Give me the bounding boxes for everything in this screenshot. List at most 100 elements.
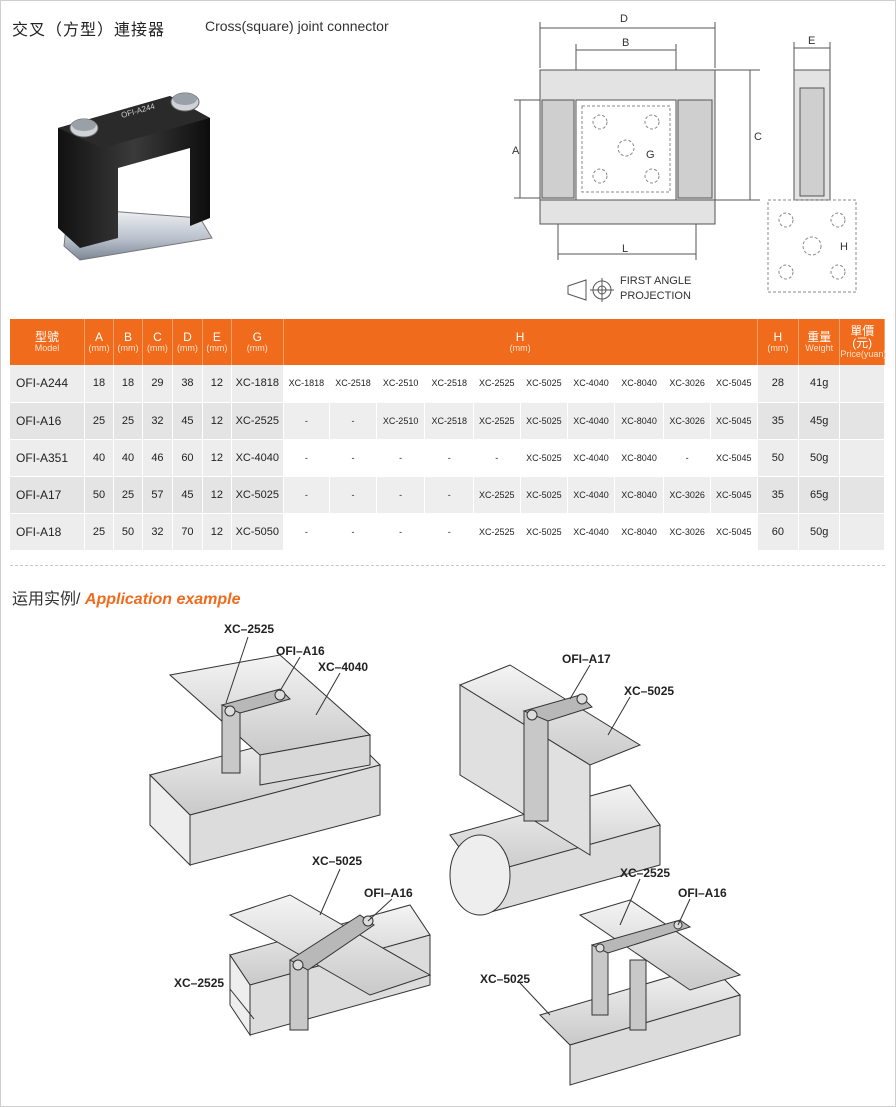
technical-drawing: D B E A C G L H FIRST ANGLE PROJECTION [512,13,857,302]
cell-h: XC-5045 [710,439,758,477]
section-divider [10,565,885,566]
header-g: G(mm) [231,319,284,365]
cell-a: 50 [84,476,114,514]
cell-h2: 28 [757,365,800,403]
cell-h: - [663,439,711,477]
cell-h: XC-2510 [376,365,426,403]
cell-h: - [424,439,475,477]
cell-g: XC-5025 [231,476,284,514]
cell-e: 12 [202,402,232,440]
cell-g: XC-2525 [231,402,284,440]
cell-e: 12 [202,439,232,477]
cell-h: - [283,476,331,514]
cell-h: XC-8040 [614,513,665,551]
cell-weight: 45g [798,402,841,440]
label-br-xc5025: XC–5025 [480,972,530,986]
cell-h: - [329,476,377,514]
cell-h: - [329,402,377,440]
header-b: B(mm) [113,319,143,365]
cell-price [839,365,885,403]
cell-h: XC-2525 [473,365,521,403]
cell-h: XC-5045 [710,402,758,440]
cell-h: XC-5025 [520,402,569,440]
cell-h: XC-8040 [614,476,665,514]
cell-weight: 50g [798,439,841,477]
cell-h: XC-1818 [283,365,331,403]
cell-h: XC-3026 [663,476,711,514]
cell-price [839,439,885,477]
cell-d: 70 [172,513,203,551]
title-chinese: 交叉（方型）連接器 [12,22,166,39]
cell-h: XC-5025 [520,476,569,514]
cell-model: OFI-A244 [10,365,85,403]
cell-h: XC-3026 [663,513,711,551]
cell-e: 12 [202,476,232,514]
cell-g: XC-1818 [231,365,284,403]
cell-d: 45 [172,476,203,514]
cell-b: 40 [113,439,143,477]
cell-price [839,402,885,440]
cell-b: 18 [113,365,143,403]
cell-h: XC-2525 [473,476,521,514]
cell-h: XC-2525 [473,513,521,551]
projection-line2: PROJECTION [620,290,691,302]
cell-h: XC-4040 [567,365,615,403]
cell-h: - [376,439,426,477]
cell-c: 32 [142,402,173,440]
cell-h: XC-5025 [520,439,569,477]
cell-h: XC-2518 [329,365,377,403]
cell-h: XC-2525 [473,402,521,440]
label-br-ofia16: OFI–A16 [678,886,727,900]
header-a: A(mm) [84,319,114,365]
cell-h: XC-4040 [567,439,615,477]
cell-b: 25 [113,402,143,440]
cell-h: XC-3026 [663,365,711,403]
cell-h: - [376,513,426,551]
cell-h: - [283,513,331,551]
dim-e-label: E [808,35,815,47]
label-tl-xc4040: XC–4040 [318,660,368,674]
cell-h: XC-4040 [567,476,615,514]
cell-h2: 35 [757,476,800,514]
cell-h: - [329,513,377,551]
cell-h: XC-5045 [710,476,758,514]
cell-d: 38 [172,365,203,403]
cell-weight: 50g [798,513,841,551]
cell-model: OFI-A16 [10,402,85,440]
cell-h: - [329,439,377,477]
cell-g: XC-5050 [231,513,284,551]
dim-a-label: A [512,145,520,157]
dim-d-label: D [620,13,628,25]
header-price: 單價(元)Price(yuan) [839,319,886,365]
cell-h: XC-4040 [567,402,615,440]
cell-d: 45 [172,402,203,440]
cell-a: 25 [84,402,114,440]
product-photo: OFI-A244 [58,92,213,261]
label-tl-ofia16: OFI–A16 [276,644,325,658]
cell-model: OFI-A351 [10,439,85,477]
cell-a: 18 [84,365,114,403]
cell-h: XC-2518 [424,365,475,403]
cell-model: OFI-A17 [10,476,85,514]
application-illustrations: XC–2525 OFI–A16 XC–4040 OFI–A17 XC–5025 … [149,622,742,1086]
cell-g: XC-4040 [231,439,284,477]
cell-h: - [473,439,521,477]
label-bl-ofia16: OFI–A16 [364,886,413,900]
label-bl-xc2525: XC–2525 [174,976,224,990]
cell-c: 57 [142,476,173,514]
cell-weight: 41g [798,365,841,403]
dim-c-label: C [754,131,762,143]
header-h2: H(mm) [757,319,800,365]
cell-h: XC-4040 [567,513,615,551]
dim-g-label: G [646,149,655,161]
cell-h: XC-8040 [614,402,665,440]
cell-b: 25 [113,476,143,514]
dim-b-label: B [622,37,629,49]
